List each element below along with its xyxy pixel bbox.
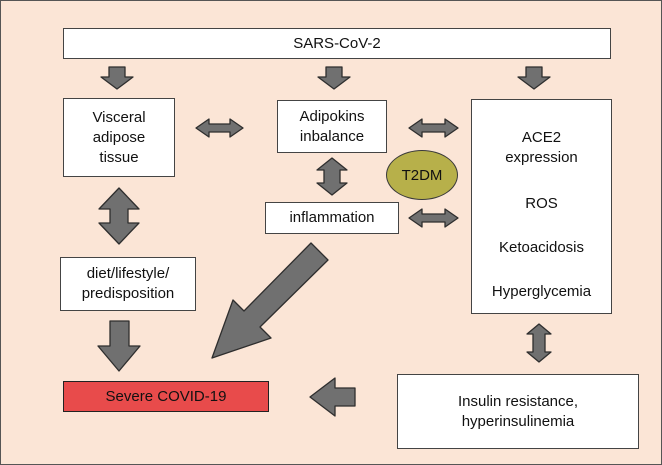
ketoacidosis-label: Ketoacidosis bbox=[498, 239, 585, 256]
visceral-line-3: tissue bbox=[99, 148, 139, 166]
sars-cov-2-label: SARS-CoV-2 bbox=[293, 34, 381, 52]
arrow-visceral-adipokins bbox=[195, 118, 244, 138]
sars-cov-2-box: SARS-CoV-2 bbox=[63, 28, 611, 59]
visceral-line-1: Visceral bbox=[92, 108, 146, 126]
arrow-sars-to-ace2 bbox=[517, 66, 551, 90]
ace2-line-1: ACE2 bbox=[521, 129, 562, 146]
arrow-adipokins-inflammation bbox=[316, 157, 348, 196]
t2dm-ellipse: T2DM bbox=[386, 150, 458, 200]
ace2-line-2: expression bbox=[505, 149, 578, 166]
adipokins-line-1: Adipokins bbox=[299, 107, 365, 125]
t2dm-label: T2DM bbox=[401, 166, 443, 184]
insulin-line-2: hyperinsulinemia bbox=[461, 412, 575, 430]
diet-line-1: diet/lifestyle/ bbox=[86, 265, 170, 282]
insulin-resistance-box: Insulin resistance, hyperinsulinemia bbox=[397, 374, 639, 449]
adipokins-line-2: inbalance bbox=[299, 127, 365, 145]
diet-line-2: predisposition bbox=[81, 285, 175, 302]
arrow-adipokins-ace2 bbox=[408, 118, 459, 138]
hyperglycemia-label: Hyperglycemia bbox=[491, 283, 592, 300]
severe-covid-box: Severe COVID-19 bbox=[63, 381, 269, 412]
diet-lifestyle-box: diet/lifestyle/ predisposition bbox=[60, 257, 196, 311]
arrow-sars-to-visceral bbox=[100, 66, 134, 90]
visceral-adipose-box: Visceral adipose tissue bbox=[63, 98, 175, 177]
ace2-panel-box: ACE2 expression ROS Ketoacidosis Hypergl… bbox=[471, 99, 612, 314]
visceral-line-2: adipose bbox=[92, 128, 146, 146]
inflammation-box: inflammation bbox=[265, 202, 399, 234]
insulin-line-1: Insulin resistance, bbox=[457, 392, 579, 410]
arrow-inflammation-ace2 bbox=[408, 208, 459, 228]
arrow-sars-to-adipokins bbox=[317, 66, 351, 90]
arrow-insulin-to-severe bbox=[309, 377, 356, 417]
arrow-ace2-insulin bbox=[526, 323, 552, 363]
adipokins-box: Adipokins inbalance bbox=[277, 100, 387, 153]
ros-label: ROS bbox=[525, 195, 558, 212]
arrow-diet-to-severe bbox=[97, 320, 141, 372]
severe-covid-label: Severe COVID-19 bbox=[105, 387, 227, 405]
arrow-inflammation-to-severe bbox=[211, 242, 329, 359]
arrow-visceral-diet bbox=[98, 187, 140, 245]
inflammation-label: inflammation bbox=[289, 209, 375, 226]
